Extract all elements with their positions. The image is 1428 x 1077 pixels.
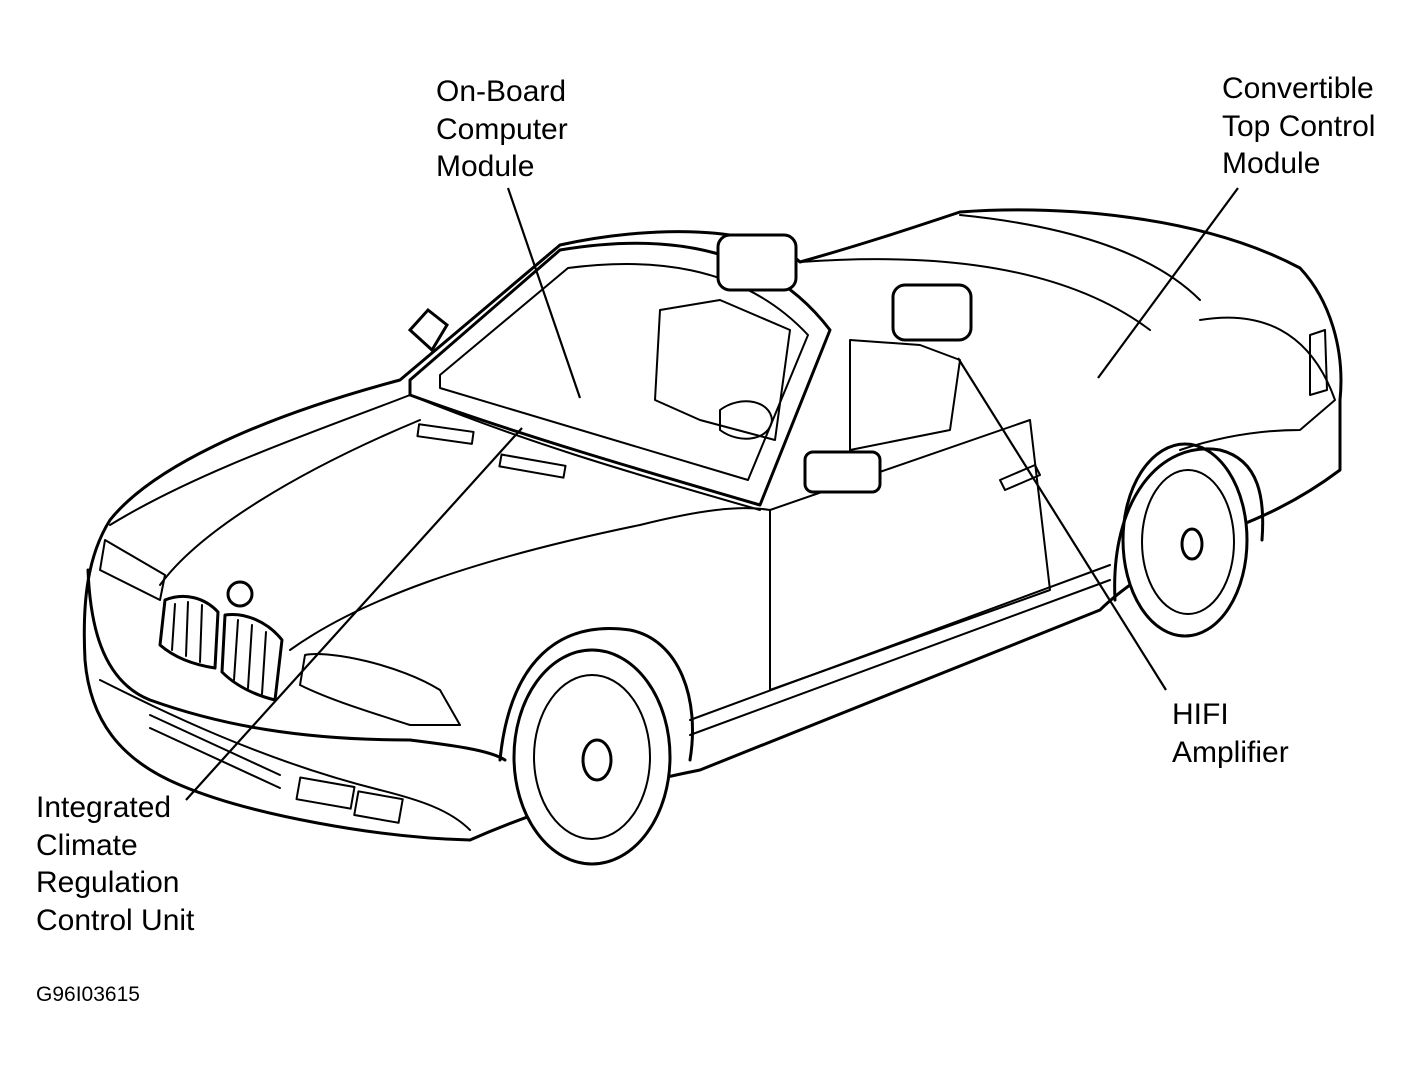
rear-wheel-rim — [1141, 469, 1235, 615]
seat-right — [849, 339, 961, 451]
seat-left — [654, 299, 791, 441]
kidney-grille-right — [220, 612, 284, 702]
rear-wheel-hub — [1180, 527, 1204, 561]
door-handle — [999, 464, 1041, 491]
label-line: Amplifier — [1172, 735, 1289, 769]
rear-deck — [799, 214, 1201, 331]
door-outline — [769, 419, 1051, 691]
label-line: Module — [436, 150, 535, 183]
side-mirror-left — [407, 307, 449, 353]
rear-wheel-arch — [1113, 447, 1265, 602]
leader-hifi-amplifier — [957, 357, 1167, 691]
front-wheel-arch — [498, 627, 694, 762]
hood-vent-right — [498, 453, 567, 479]
side-mirror — [803, 450, 882, 494]
hood-crease — [109, 394, 761, 526]
leader-climate-regulation — [185, 427, 523, 801]
steering-wheel — [719, 400, 773, 440]
bumper-lower — [99, 679, 471, 831]
figure-code: G96I03615 — [36, 983, 140, 1006]
rear-light — [1309, 329, 1328, 396]
label-line: Climate — [36, 828, 138, 862]
front-wheel-rim — [533, 674, 651, 840]
car-body-outline — [82, 208, 1343, 842]
headlight-right — [299, 653, 461, 726]
label-onboard-computer-module: On-Board Computer Module — [436, 73, 568, 186]
front-wheel-tire — [512, 648, 672, 866]
headrest-rear — [716, 233, 798, 292]
windshield-frame — [408, 241, 832, 507]
bumper-vents — [149, 714, 404, 824]
label-line: Regulation — [36, 866, 180, 899]
label-line: Module — [1222, 147, 1321, 180]
hood-emblem — [226, 580, 254, 608]
label-line: On-Board — [436, 75, 567, 108]
headrest-front — [891, 283, 973, 342]
kidney-grille-left — [158, 595, 220, 670]
rear-side-panel — [1179, 316, 1336, 451]
label-line: Control Unit — [36, 903, 195, 937]
label-line: Computer — [436, 112, 568, 146]
hood-vent-left — [416, 423, 475, 445]
front-bumper — [86, 568, 507, 762]
label-line: Top Control — [1222, 109, 1376, 143]
label-convertible-top-control-module: Convertible Top Control Module — [1222, 70, 1375, 183]
label-integrated-climate-regulation-control-unit: Integrated Climate Regulation Control Un… — [36, 789, 194, 939]
label-line: Convertible — [1222, 72, 1374, 105]
headlight-left — [99, 539, 166, 601]
grille-slats — [171, 601, 267, 695]
hood-centerline — [159, 419, 421, 586]
side-sill — [689, 564, 1111, 736]
leader-convertible-top — [1097, 187, 1239, 379]
leader-onboard-computer — [506, 187, 582, 399]
label-line: Integrated — [36, 791, 172, 824]
label-hifi-amplifier: HIFI Amplifier — [1172, 696, 1289, 771]
label-line: HIFI — [1172, 698, 1229, 731]
hood-edge — [289, 507, 771, 651]
windshield-inner — [439, 262, 809, 481]
front-wheel-hub — [581, 738, 613, 782]
